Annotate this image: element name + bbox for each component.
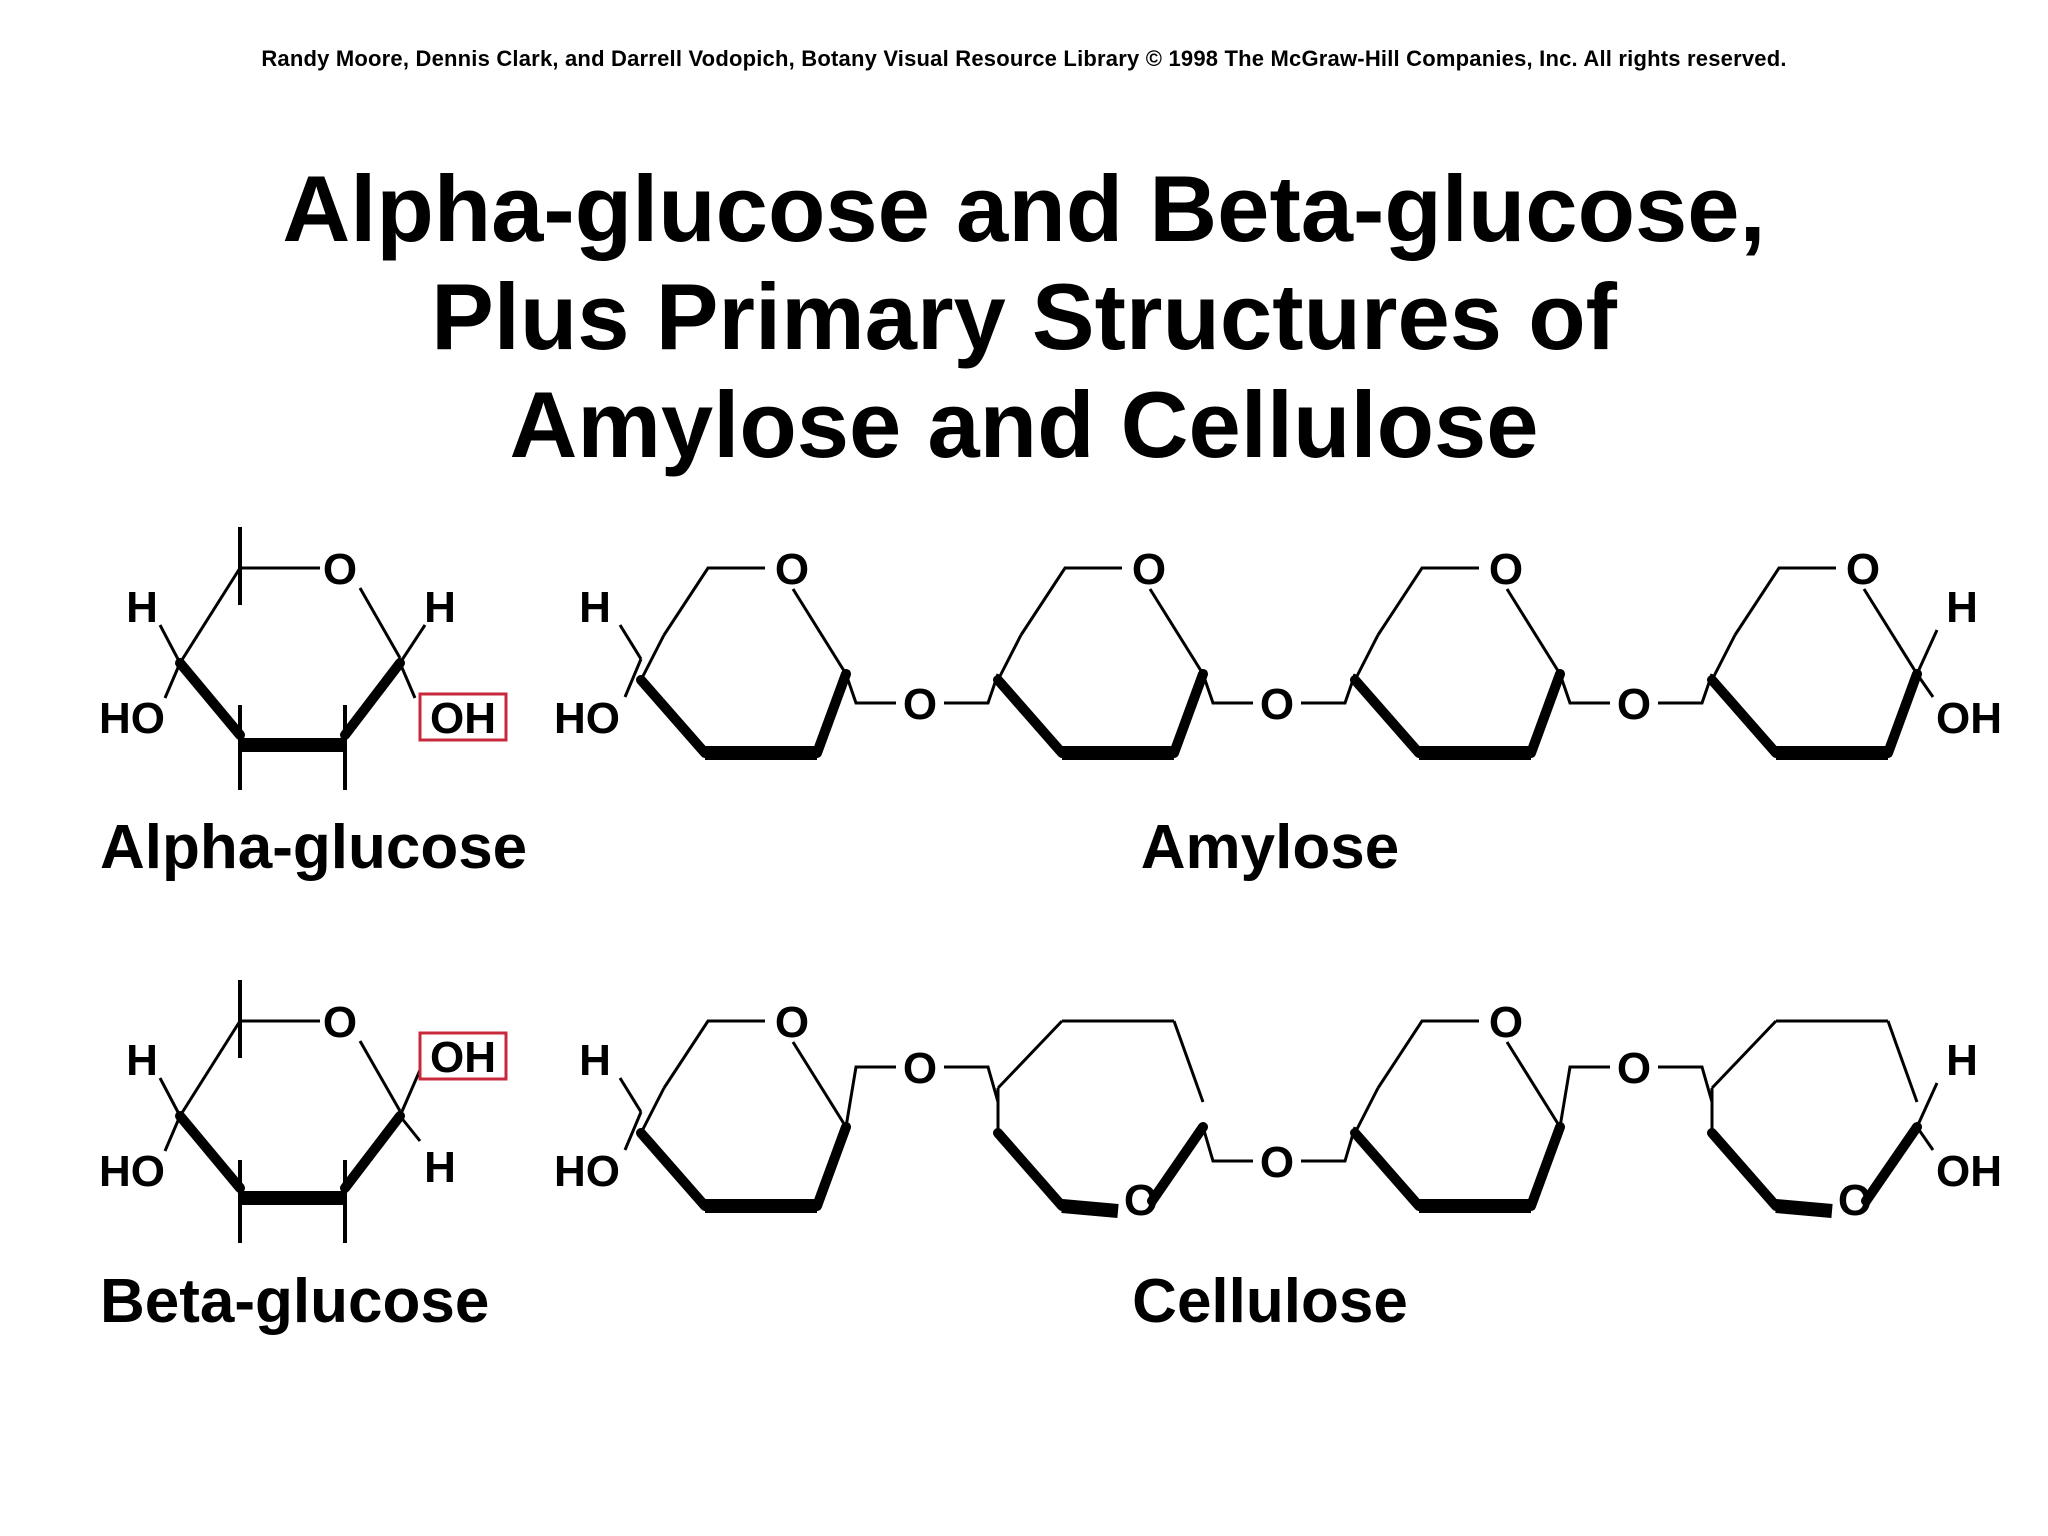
cellulose-ring-1: [641, 1021, 846, 1206]
cellulose-link-oxygen-1: O: [903, 1044, 937, 1093]
amylose-ring-1: [641, 568, 846, 753]
beta-oh-highlight-box: [418, 1031, 508, 1081]
beta-c1-hydroxyl: OH: [430, 1033, 496, 1082]
cellulose-right-hydroxyl: OH: [1936, 1147, 2002, 1196]
amylose-ring-1-oxygen: O: [775, 545, 809, 594]
title-line-2: Plus Primary Structures of: [431, 264, 1617, 369]
amylose-link-oxygen-3: O: [1617, 680, 1651, 729]
cellulose-ring-2-oxygen: O: [1124, 1176, 1158, 1225]
amylose-ring-2-oxygen: O: [1132, 545, 1166, 594]
amylose-right-hydroxyl: OH: [1936, 694, 2002, 743]
title-line-1: Alpha-glucose and Beta-glucose,: [282, 156, 1766, 261]
cellulose-left-hydrogen: H: [579, 1036, 611, 1085]
beta-glucose-label: Beta-glucose: [100, 1267, 489, 1336]
cellulose-structure: O O O O O O O H HO H OH: [554, 998, 2002, 1225]
copyright-credit: Randy Moore, Dennis Clark, and Darrell V…: [261, 46, 1787, 71]
cellulose-ring-1-oxygen: O: [775, 998, 809, 1047]
amylose-left-hydrogen: H: [579, 583, 611, 632]
amylose-ring-3-oxygen: O: [1489, 545, 1523, 594]
alpha-ring-oxygen: O: [323, 545, 357, 594]
alpha-c1-hydrogen: H: [424, 583, 456, 632]
amylose-ring-4: [1712, 568, 1917, 753]
cellulose-ring-2: [998, 1021, 1203, 1211]
alpha-c1-hydroxyl: OH: [430, 694, 496, 743]
amylose-right-hydrogen: H: [1946, 583, 1978, 632]
alpha-glucose-label: Alpha-glucose: [100, 813, 527, 882]
amylose-link-oxygen-2: O: [1260, 680, 1294, 729]
alpha-glucose-structure: O H H HO OH: [99, 527, 508, 790]
alpha-oh-highlight-box: [418, 692, 508, 742]
alpha-c4-hydroxyl: HO: [99, 694, 165, 743]
cellulose-ring-3: [1355, 1021, 1560, 1206]
cellulose-link-oxygen-3: O: [1617, 1044, 1651, 1093]
amylose-label: Amylose: [1141, 813, 1399, 882]
beta-ring-oxygen: O: [323, 998, 357, 1047]
cellulose-ring-4-oxygen: O: [1838, 1176, 1872, 1225]
title-line-3: Amylose and Cellulose: [509, 372, 1539, 477]
beta-c4-hydroxyl: HO: [99, 1147, 165, 1196]
amylose-link-oxygen-1: O: [903, 680, 937, 729]
cellulose-link-oxygen-2: O: [1260, 1138, 1294, 1187]
cellulose-ring-4: [1712, 1021, 1917, 1211]
amylose-ring-3: [1355, 568, 1560, 753]
amylose-ring-2: [998, 568, 1203, 753]
amylose-structure: O O O O O O O H HO H OH: [554, 545, 2002, 753]
page-title: Alpha-glucose and Beta-glucose, Plus Pri…: [0, 155, 2048, 479]
amylose-ring-4-oxygen: O: [1846, 545, 1880, 594]
beta-c1-hydrogen: H: [424, 1143, 456, 1192]
cellulose-ring-3-oxygen: O: [1489, 998, 1523, 1047]
alpha-c4-hydrogen: H: [126, 583, 158, 632]
cellulose-left-hydroxyl: HO: [554, 1147, 620, 1196]
beta-glucose-structure: O H OH HO H: [99, 980, 508, 1243]
beta-c4-hydrogen: H: [126, 1036, 158, 1085]
amylose-left-hydroxyl: HO: [554, 694, 620, 743]
cellulose-right-hydrogen: H: [1946, 1036, 1978, 1085]
cellulose-label: Cellulose: [1132, 1267, 1408, 1336]
